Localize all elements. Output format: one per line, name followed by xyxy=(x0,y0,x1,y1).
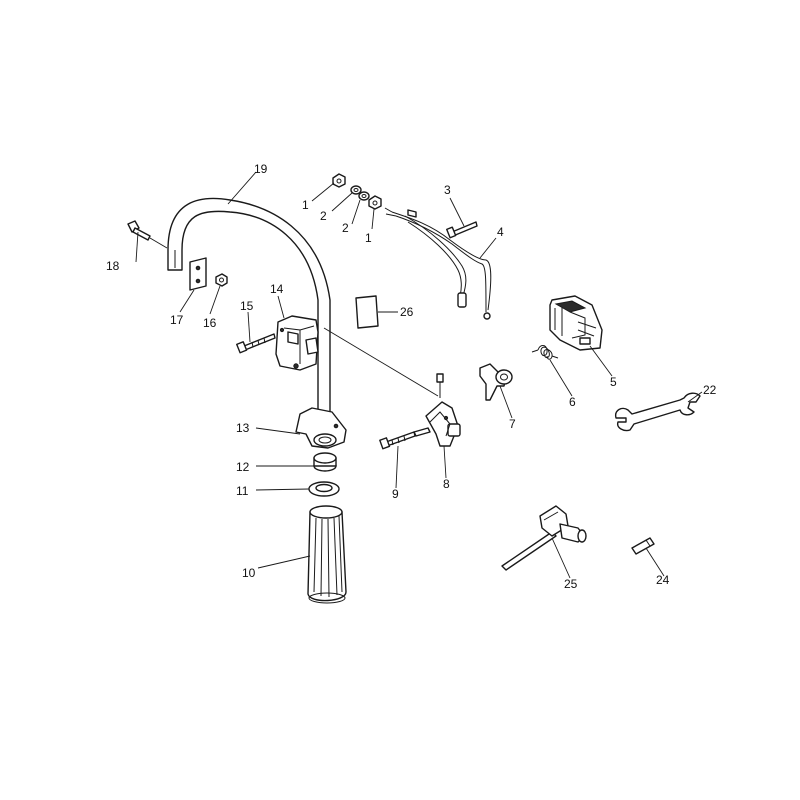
callout-2b: 2 xyxy=(342,221,349,235)
callout-26: 26 xyxy=(400,305,414,319)
callout-18: 18 xyxy=(106,259,120,273)
callout-9: 9 xyxy=(392,487,399,501)
callout-14: 14 xyxy=(270,282,284,296)
part-18-bolt xyxy=(127,220,168,249)
callout-16: 16 xyxy=(203,316,217,330)
callout-1a: 1 xyxy=(302,198,309,212)
part-9-screw xyxy=(379,431,416,450)
part-12-collar xyxy=(313,452,337,472)
callout-6: 6 xyxy=(569,395,576,409)
callout-8: 8 xyxy=(443,477,450,491)
part-16-nut xyxy=(215,273,228,287)
part-15-screw xyxy=(236,333,276,354)
callout-labels: 1 2 2 1 3 4 5 6 7 8 9 10 11 12 13 14 15 … xyxy=(106,162,717,591)
part-25-plug-wrench xyxy=(501,505,587,571)
part-13-handle-base xyxy=(295,407,347,449)
callout-25: 25 xyxy=(564,577,578,591)
callout-17: 17 xyxy=(170,313,184,327)
callout-13: 13 xyxy=(236,421,250,435)
part-2-washer-a xyxy=(350,185,362,195)
part-6-spring xyxy=(531,345,559,360)
part-11-washer xyxy=(308,481,340,497)
callout-5: 5 xyxy=(610,375,617,389)
part-17-bracket xyxy=(189,257,207,291)
part-1-nut-b xyxy=(368,195,382,210)
part-10-grip xyxy=(307,505,347,604)
callout-15: 15 xyxy=(240,299,254,313)
part-5-switch-housing xyxy=(549,295,603,351)
leader-lines xyxy=(135,171,703,579)
part-4-cable xyxy=(384,207,492,320)
callout-24: 24 xyxy=(656,573,670,587)
callout-10: 10 xyxy=(242,566,256,580)
callout-2a: 2 xyxy=(320,209,327,223)
part-8-switch-assembly xyxy=(413,373,461,447)
part-1-nut-a xyxy=(332,173,346,188)
part-2-washer-b xyxy=(358,191,370,201)
part-24-pin xyxy=(631,537,655,555)
callout-11: 11 xyxy=(236,484,249,498)
callout-7: 7 xyxy=(509,417,516,431)
callout-22: 22 xyxy=(703,383,717,397)
callout-4: 4 xyxy=(497,225,504,239)
part-26-label xyxy=(355,295,379,329)
callout-3: 3 xyxy=(444,183,451,197)
part-3-screw xyxy=(446,221,478,239)
part-7-throttle-lever xyxy=(479,363,513,401)
callout-1b: 1 xyxy=(365,231,372,245)
callout-12: 12 xyxy=(236,460,250,474)
part-14-clamp xyxy=(275,315,319,371)
part-22-wrench xyxy=(614,392,701,432)
callout-19: 19 xyxy=(254,162,268,176)
